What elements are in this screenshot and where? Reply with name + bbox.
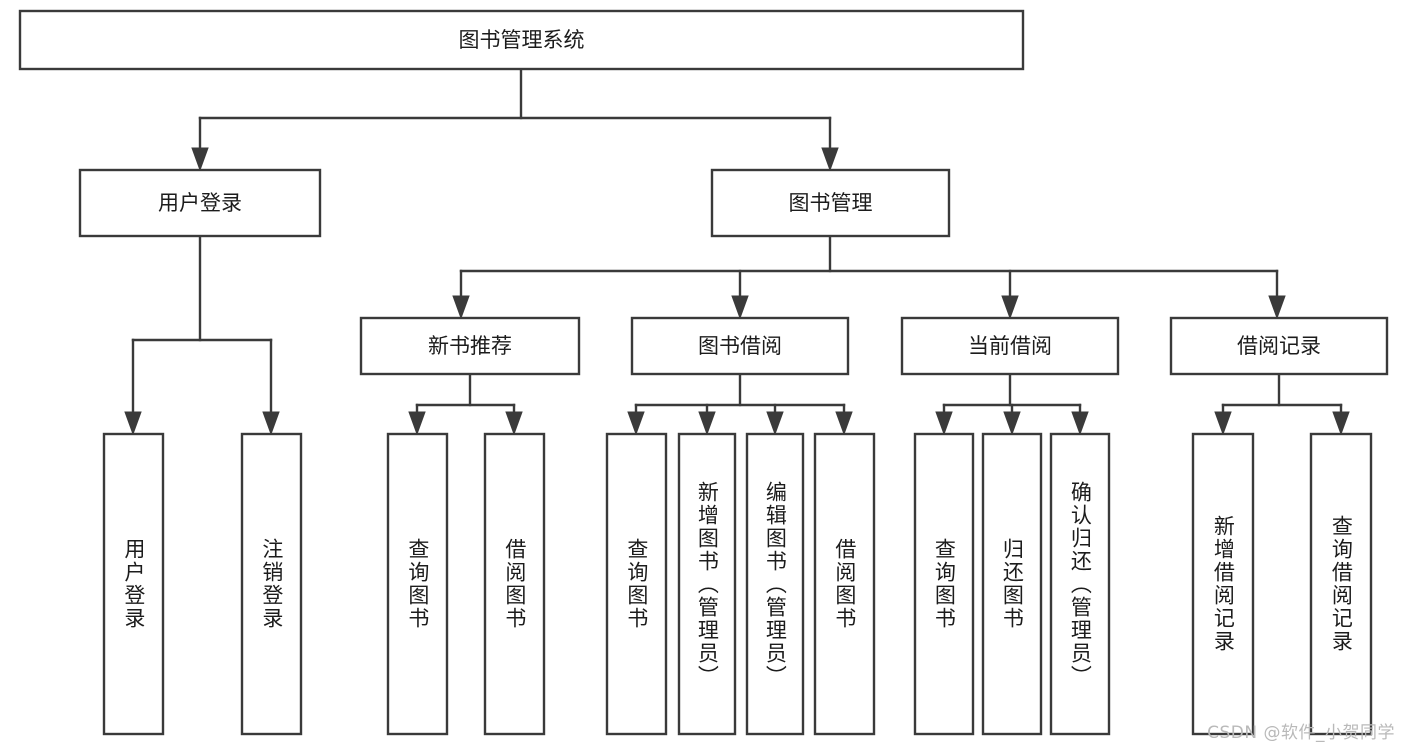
node-leaf-8[interactable] [913, 432, 975, 736]
arrowhead-icon [698, 411, 716, 436]
node-l3-3[interactable]: 借阅记录 [1169, 316, 1389, 376]
node-leaf-6[interactable] [745, 432, 805, 736]
node-l2-0[interactable]: 用户登录 [78, 168, 322, 238]
arrowhead-icon [627, 411, 645, 436]
node-box[interactable] [240, 432, 303, 736]
arrowhead-icon [262, 411, 280, 436]
node-label: 图书管理 [789, 191, 873, 215]
node-label: 借阅记录 [1237, 334, 1321, 358]
node-box[interactable] [1309, 432, 1373, 736]
node-l3-2[interactable]: 当前借阅 [900, 316, 1120, 376]
connector-edge-l3-0-bus [408, 372, 523, 436]
node-l3-0[interactable]: 新书推荐 [359, 316, 581, 376]
node-leaf-10[interactable] [1049, 432, 1111, 736]
node-leaf-9[interactable] [981, 432, 1043, 736]
node-box[interactable] [813, 432, 876, 736]
connector-edge-l2-1-bus [452, 234, 1286, 320]
node-box[interactable] [102, 432, 165, 736]
node-box[interactable] [913, 432, 975, 736]
connector-edge-l2-0-bus [124, 234, 280, 436]
node-leaf-4[interactable] [605, 432, 668, 736]
node-l2-1[interactable]: 图书管理 [710, 168, 951, 238]
arrowhead-icon [408, 411, 426, 436]
node-box[interactable] [710, 168, 951, 238]
node-box[interactable] [483, 432, 546, 736]
connector-edge-l3-1-bus [627, 372, 853, 436]
arrowhead-icon [935, 411, 953, 436]
arrowhead-icon [821, 147, 839, 172]
connector-edge-root-bus [191, 67, 839, 172]
node-l3-1[interactable]: 图书借阅 [630, 316, 850, 376]
connector-edge-l3-3-bus [1214, 372, 1350, 436]
node-box[interactable] [359, 316, 581, 376]
node-label: 图书管理系统 [459, 28, 585, 52]
watermark-text: CSDN @软件_小贺同学 [1207, 723, 1395, 743]
node-leaf-12[interactable] [1309, 432, 1373, 736]
connector-edge-l3-2-bus [935, 372, 1089, 436]
node-label: 当前借阅 [968, 334, 1052, 358]
arrowhead-icon [505, 411, 523, 436]
arrowhead-icon [1268, 295, 1286, 320]
node-leaf-2[interactable] [386, 432, 449, 736]
arrowhead-icon [1214, 411, 1232, 436]
arrowhead-icon [835, 411, 853, 436]
node-box[interactable] [630, 316, 850, 376]
arrowhead-icon [191, 147, 209, 172]
node-label: 图书借阅 [698, 334, 782, 358]
node-box[interactable] [1191, 432, 1255, 736]
node-box[interactable] [78, 168, 322, 238]
arrowhead-icon [452, 295, 470, 320]
node-box[interactable] [1169, 316, 1389, 376]
node-label: 用户登录 [158, 191, 242, 215]
node-box[interactable] [605, 432, 668, 736]
node-root[interactable]: 图书管理系统 [18, 9, 1025, 71]
node-leaf-3[interactable] [483, 432, 546, 736]
arrowhead-icon [766, 411, 784, 436]
node-leaf-1[interactable] [240, 432, 303, 736]
arrowhead-icon [124, 411, 142, 436]
node-label: 新书推荐 [428, 334, 512, 358]
arrowhead-icon [1001, 295, 1019, 320]
node-box[interactable] [981, 432, 1043, 736]
node-box[interactable] [386, 432, 449, 736]
node-box[interactable] [745, 432, 805, 736]
arrowhead-icon [1332, 411, 1350, 436]
node-box[interactable] [677, 432, 737, 736]
node-leaf-7[interactable] [813, 432, 876, 736]
edges-layer [124, 67, 1350, 436]
node-leaf-11[interactable] [1191, 432, 1255, 736]
node-leaf-5[interactable] [677, 432, 737, 736]
arrowhead-icon [1071, 411, 1089, 436]
arrowhead-icon [1003, 411, 1021, 436]
node-box[interactable] [1049, 432, 1111, 736]
node-box[interactable] [18, 9, 1025, 71]
arrowhead-icon [731, 295, 749, 320]
node-box[interactable] [900, 316, 1120, 376]
node-leaf-0[interactable] [102, 432, 165, 736]
